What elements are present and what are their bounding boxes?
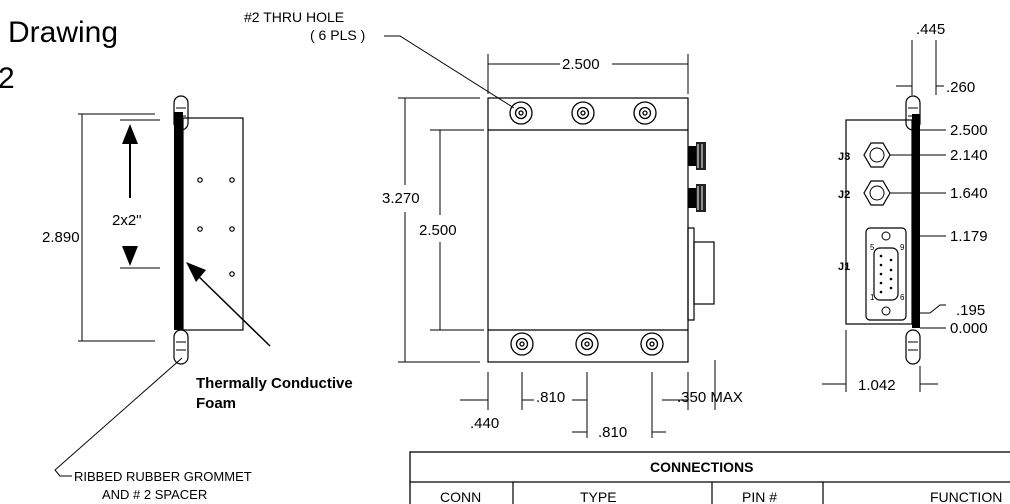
side-view-holes bbox=[197, 177, 235, 277]
right-445-dim: .445 bbox=[916, 21, 945, 38]
front-view-plate bbox=[487, 97, 689, 363]
svg-text:1: 1 bbox=[870, 293, 875, 302]
side-height-dim: 2.890 bbox=[42, 229, 80, 246]
j3-label: J3 bbox=[838, 151, 850, 163]
j3-connector bbox=[863, 142, 891, 168]
table-title: CONNECTIONS bbox=[650, 459, 753, 475]
foam-label-2: Foam bbox=[196, 395, 236, 412]
foam-bar bbox=[174, 112, 183, 330]
j1-label: J1 bbox=[838, 261, 850, 273]
right-1640-dim: 1.640 bbox=[950, 185, 988, 202]
front-height-inner-dim: 2.500 bbox=[419, 222, 457, 239]
foam-label: Thermally Conductive bbox=[196, 375, 353, 392]
thru-holes-bottom bbox=[510, 332, 664, 356]
j2-label: J2 bbox=[838, 189, 850, 201]
right-260-dim: .260 bbox=[946, 79, 975, 96]
table-header-type: TYPE bbox=[580, 489, 617, 504]
front-view: 2.500 3.270 2.500 #2 THRU HOLE ( 6 PLS )… bbox=[244, 9, 743, 441]
side-view: 2.890 2x2" Thermally Conductive Foam RIB… bbox=[42, 95, 353, 502]
top-grommet bbox=[173, 95, 189, 131]
front-350-dim: .350 MAX bbox=[677, 389, 743, 406]
bottom-grommet bbox=[173, 329, 189, 365]
side-connectors bbox=[687, 142, 715, 321]
right-0000-dim: 0.000 bbox=[950, 320, 988, 337]
right-1179-dim: 1.179 bbox=[950, 228, 988, 245]
table-header-conn: CONN bbox=[440, 489, 481, 504]
j2-connector bbox=[863, 180, 891, 206]
grommet-label-2: AND # 2 SPACER bbox=[102, 487, 207, 502]
table-header-pin: PIN # bbox=[742, 489, 777, 504]
svg-text:6: 6 bbox=[900, 293, 905, 302]
thru-hole-label: #2 THRU HOLE bbox=[244, 9, 344, 25]
thru-holes-top bbox=[509, 101, 657, 125]
svg-text:5: 5 bbox=[870, 243, 875, 252]
front-810b-dim: .810 bbox=[598, 424, 627, 441]
side-view-body bbox=[182, 117, 244, 331]
j1-connector bbox=[865, 227, 907, 321]
front-width-dim: 2.500 bbox=[562, 56, 600, 73]
right-2500-dim: 2.500 bbox=[950, 122, 988, 139]
right-2140-dim: 2.140 bbox=[950, 147, 988, 164]
connections-table: CONNECTIONS CONN TYPE PIN # FUNCTION bbox=[409, 451, 1010, 504]
table-header-function: FUNCTION bbox=[930, 489, 1002, 504]
right-1042-dim: 1.042 bbox=[858, 377, 896, 394]
grommet-label: RIBBED RUBBER GROMMET bbox=[74, 469, 252, 484]
drawing-number: 2 bbox=[0, 62, 15, 95]
right-view: J3 J2 J1 5 9 1 6 .445 .260 2.500 2.140 1… bbox=[822, 21, 988, 394]
drawing-title: Drawing bbox=[8, 16, 118, 49]
front-440-dim: .440 bbox=[470, 415, 499, 432]
thru-hole-count: ( 6 PLS ) bbox=[310, 27, 365, 43]
right-195-dim: .195 bbox=[956, 302, 985, 319]
front-810a-dim: .810 bbox=[536, 389, 565, 406]
side-inner-dim: 2x2" bbox=[112, 212, 142, 229]
front-height-total-dim: 3.270 bbox=[382, 190, 420, 207]
svg-text:9: 9 bbox=[900, 243, 905, 252]
